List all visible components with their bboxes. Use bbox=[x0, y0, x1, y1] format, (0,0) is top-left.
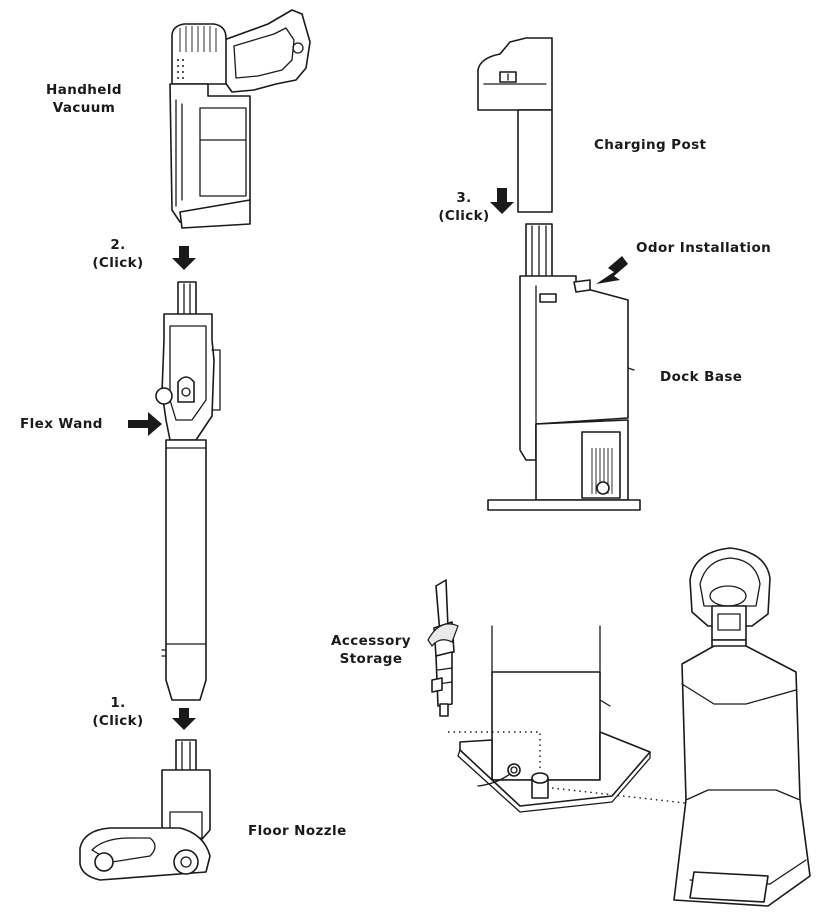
step-1-label: 1. (Click) bbox=[88, 694, 148, 730]
step-2-arrow-icon bbox=[172, 246, 196, 270]
accessory-storage-illustration bbox=[427, 579, 695, 813]
dock-base-illustration bbox=[487, 223, 641, 511]
flex-wand-label: Flex Wand bbox=[20, 416, 103, 432]
step-2-number: 2. bbox=[110, 237, 126, 253]
step-1-arrow-icon bbox=[172, 708, 196, 730]
step-1-number: 1. bbox=[110, 695, 126, 711]
handheld-vacuum-label: Handheld Vacuum bbox=[44, 81, 124, 117]
odor-installation-label: Odor Installation bbox=[636, 240, 772, 256]
step-3-arrow-icon bbox=[490, 188, 514, 214]
floor-nozzle-label: Floor Nozzle bbox=[248, 823, 347, 839]
flex-wand-illustration bbox=[155, 281, 221, 701]
step-3-label: 3. (Click) bbox=[434, 189, 494, 225]
handheld-vacuum-label-line2: Vacuum bbox=[52, 100, 116, 116]
step-1-action: (Click) bbox=[92, 713, 144, 729]
floor-nozzle-illustration bbox=[79, 739, 211, 881]
accessory-storage-label: Accessory Storage bbox=[326, 632, 416, 668]
dock-base-label: Dock Base bbox=[660, 369, 743, 385]
step-2-action: (Click) bbox=[92, 255, 144, 271]
accessory-storage-label-line2: Storage bbox=[339, 651, 403, 667]
step-3-number: 3. bbox=[456, 190, 472, 206]
assembled-dock-illustration bbox=[673, 547, 811, 907]
step-3-action: (Click) bbox=[438, 208, 490, 224]
accessory-storage-label-line1: Accessory bbox=[330, 633, 411, 649]
handheld-vacuum-label-line1: Handheld bbox=[46, 82, 122, 98]
step-2-label: 2. (Click) bbox=[88, 236, 148, 272]
flex-wand-pointer-icon bbox=[128, 412, 162, 436]
handheld-vacuum-illustration bbox=[169, 9, 311, 229]
charging-post-illustration bbox=[477, 37, 553, 213]
charging-post-label: Charging Post bbox=[594, 137, 707, 153]
odor-installation-pointer-icon bbox=[596, 256, 628, 284]
